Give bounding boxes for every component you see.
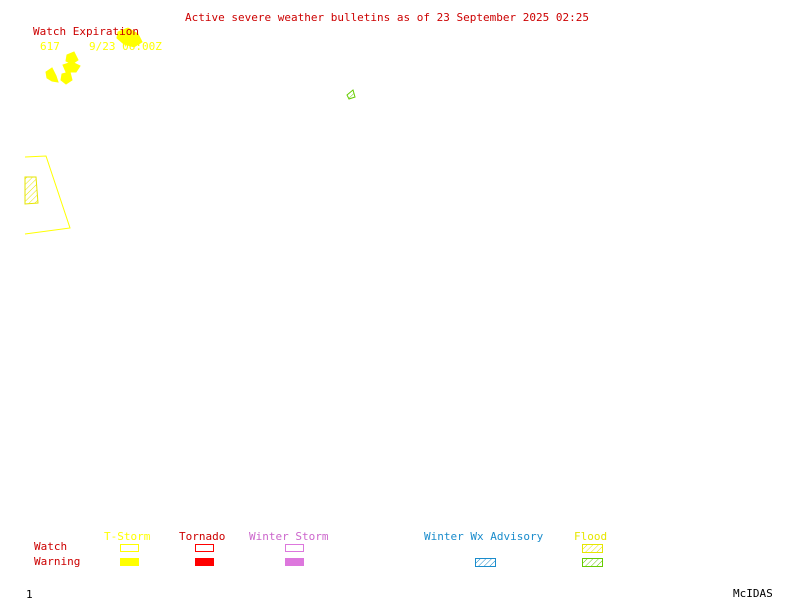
legend-row-label-watch: Watch [34, 540, 68, 553]
flood-warning-polygon [346, 89, 356, 100]
legend-label-tornado: Tornado [179, 530, 226, 543]
legend-swatch-winter-storm-watch [285, 544, 304, 552]
frame-number: 1 [26, 588, 33, 601]
legend-swatch-tstorm-warning [120, 558, 139, 566]
legend-label-flood: Flood [574, 530, 608, 543]
watch-expiry-time: 9/23 06:00Z [89, 40, 162, 53]
watch-number: 617 [40, 40, 60, 53]
legend-swatch-tornado-watch [195, 544, 214, 552]
tstorm-warning-polygon [116, 27, 143, 48]
legend-label-tstorm: T-Storm [104, 530, 151, 543]
legend-swatch-winter-wx-advisory [475, 558, 496, 567]
legend-swatch-flood-watch [582, 544, 603, 553]
legend-swatch-winter-storm-warning [285, 558, 304, 566]
bulletin-title: Active severe weather bulletins as of 23… [185, 11, 589, 24]
watch-expiration-heading: Watch Expiration [33, 25, 139, 38]
legend-row-label-warning: Warning [34, 555, 81, 568]
flood-watch-polygon [24, 176, 39, 205]
legend-label-winter-wx-advisory: Winter Wx Advisory [424, 530, 544, 543]
legend-label-winter-storm: Winter Storm [249, 530, 329, 543]
tstorm-watch-box [24, 155, 71, 235]
tstorm-warning-polygon [62, 61, 81, 73]
tstorm-warning-polygon [45, 67, 59, 83]
legend-swatch-flood-warning [582, 558, 603, 567]
tstorm-warning-polygon [60, 71, 73, 85]
software-label: McIDAS [733, 587, 773, 600]
legend-swatch-tstorm-watch [120, 544, 139, 552]
tstorm-warning-polygons [45, 27, 143, 85]
legend-swatch-tornado-warning [195, 558, 214, 566]
tstorm-warning-polygon [65, 51, 79, 65]
